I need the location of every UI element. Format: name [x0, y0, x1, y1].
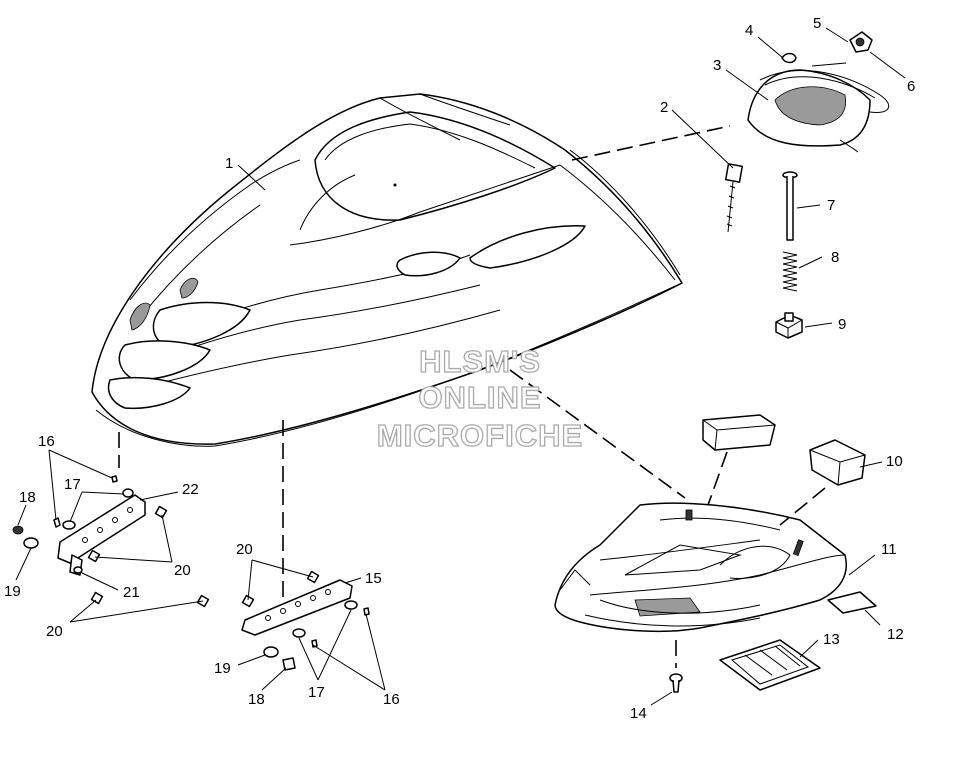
callout-21: 21 — [123, 584, 140, 601]
foam-pad-part-2 — [809, 439, 866, 486]
watermark-line-2: ONLINE — [418, 380, 541, 415]
callout-9: 9 — [838, 316, 846, 333]
mount-nut-part — [781, 31, 873, 64]
callout-16-left: 16 — [38, 433, 55, 450]
watermark-line-1: HLSM'S — [419, 344, 541, 379]
knob-part — [775, 312, 803, 339]
callout-22: 22 — [182, 481, 199, 498]
leader-lines — [15, 27, 906, 706]
callout-12: 12 — [887, 626, 904, 643]
callout-labels: 1 2 3 4 5 6 7 8 9 10 11 12 13 14 15 16 1… — [4, 15, 915, 722]
callout-7: 7 — [827, 197, 835, 214]
callout-4: 4 — [745, 22, 753, 39]
callout-10: 10 — [886, 453, 903, 470]
right-hardware — [196, 570, 370, 671]
callout-2: 2 — [660, 99, 668, 116]
callout-8: 8 — [831, 249, 839, 266]
callout-20-bottom: 20 — [46, 623, 63, 640]
callout-19-left: 19 — [4, 583, 21, 600]
callout-18-right: 18 — [248, 691, 265, 708]
left-hardware — [12, 475, 168, 605]
callout-19-right: 19 — [214, 660, 231, 677]
decal-part — [827, 591, 877, 614]
callout-11: 11 — [881, 541, 897, 558]
screw-part — [669, 673, 683, 693]
callout-5: 5 — [813, 15, 821, 32]
callout-1: 1 — [225, 155, 233, 172]
bracket-left-part — [57, 494, 146, 576]
foam-pad-part — [702, 414, 776, 451]
callout-15: 15 — [365, 570, 382, 587]
callout-17-left: 17 — [64, 476, 81, 493]
storage-tray-part — [554, 502, 847, 633]
hood-part — [91, 93, 683, 447]
mat-part — [719, 639, 821, 691]
callout-20-left: 20 — [174, 562, 191, 579]
callout-14: 14 — [630, 705, 647, 722]
watermark-line-3: MICROFICHE — [377, 418, 583, 453]
callout-6: 6 — [907, 78, 915, 95]
spring-part — [782, 251, 798, 292]
visor-part — [747, 69, 890, 153]
bracket-right-part — [241, 579, 353, 636]
callout-16-right: 16 — [383, 691, 400, 708]
guide-lines — [118, 125, 826, 668]
callout-17-right: 17 — [308, 684, 325, 701]
callout-20-middle: 20 — [236, 541, 253, 558]
callout-18-left: 18 — [19, 489, 36, 506]
watermark: HLSM'S ONLINE MICROFICHE — [376, 343, 583, 453]
callout-3: 3 — [713, 57, 721, 74]
pin-part — [782, 171, 798, 241]
callout-13: 13 — [823, 631, 840, 648]
wire-connector-part — [724, 163, 744, 233]
